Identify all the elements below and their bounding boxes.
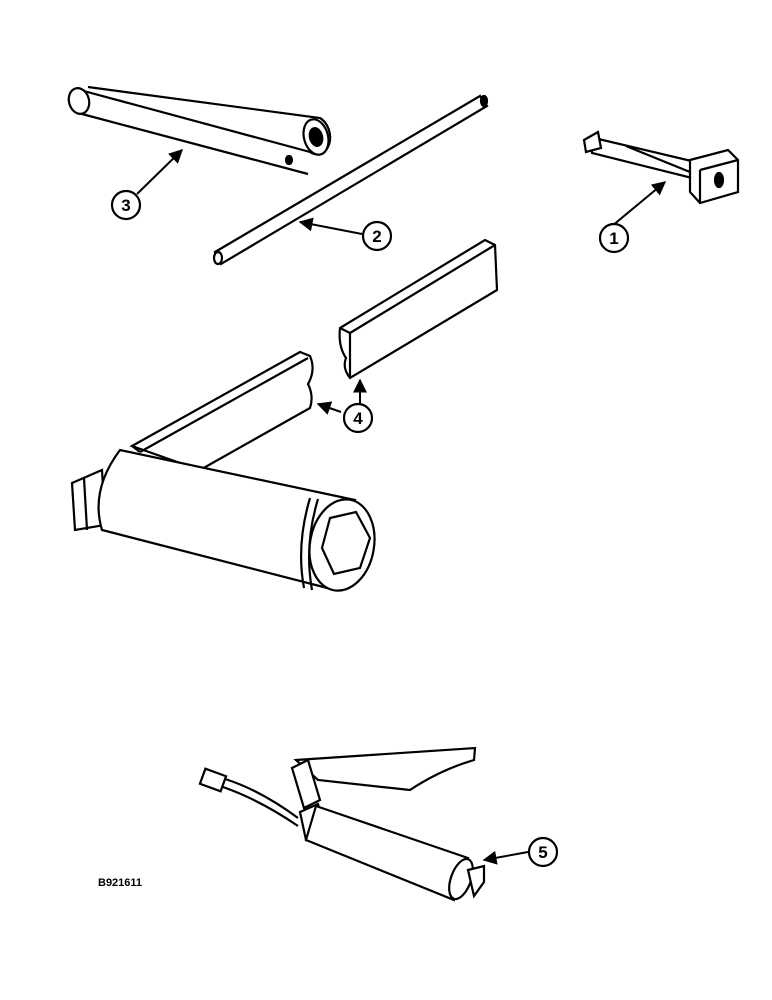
callout-1-label: 1 bbox=[609, 229, 618, 248]
bar-segment-part bbox=[338, 238, 499, 380]
rod-part bbox=[212, 94, 489, 266]
t-handle-tool-part bbox=[582, 130, 740, 205]
callout-1: 1 bbox=[598, 181, 667, 254]
grease-gun-part bbox=[198, 746, 486, 902]
callout-5-label: 5 bbox=[538, 843, 547, 862]
callout-3: 3 bbox=[110, 149, 184, 221]
callout-5: 5 bbox=[482, 836, 559, 868]
figure-id: B921611 bbox=[98, 877, 143, 889]
callout-4-label: 4 bbox=[353, 409, 363, 428]
callout-4: 4 bbox=[316, 378, 374, 434]
callout-2-label: 2 bbox=[372, 227, 381, 246]
tube-part bbox=[67, 85, 332, 176]
socket-wrench-part bbox=[70, 350, 376, 592]
callout-2: 2 bbox=[298, 217, 393, 252]
callout-3-label: 3 bbox=[121, 196, 130, 215]
